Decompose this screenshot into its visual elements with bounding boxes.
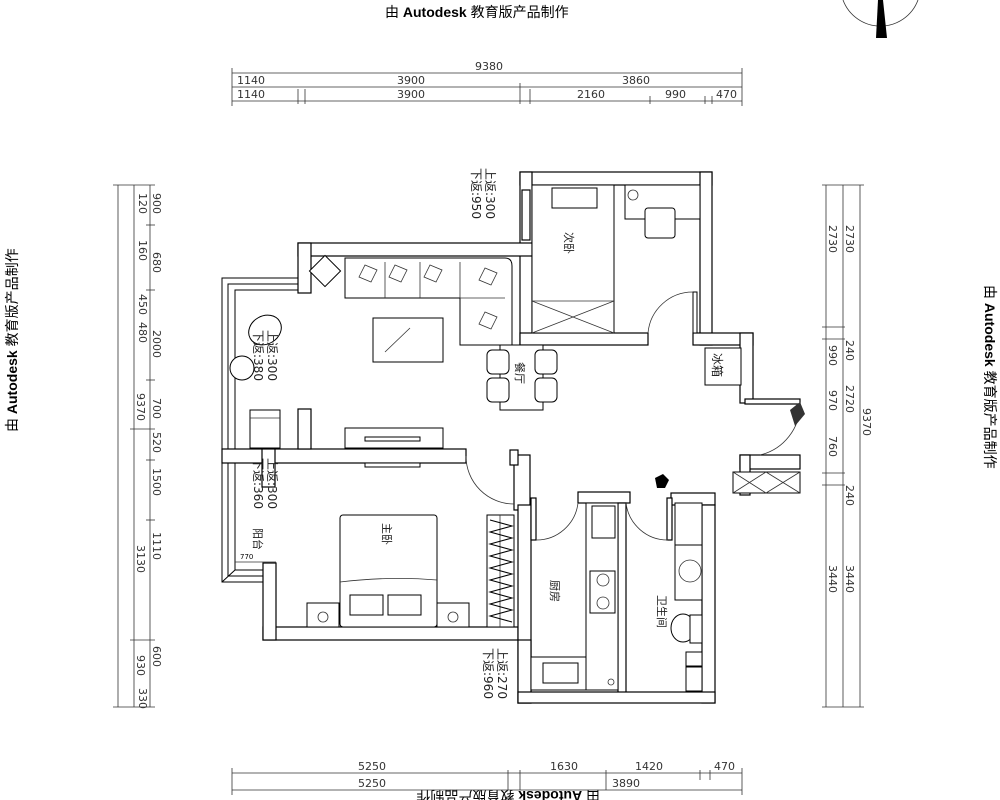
dim-bottom-5: 5250 [358, 777, 386, 790]
dim-top-4: 1140 [237, 88, 265, 101]
svg-text:上返:300: 上返:300 [265, 330, 279, 381]
dim-bottom-1: 5250 [358, 760, 386, 773]
dim-left-m2: 160 [136, 240, 149, 261]
dim-right-total: 9370 [860, 408, 873, 436]
dim-left-o2: 930 [134, 655, 147, 676]
dimension-left: 9370 3130 930 120 160 450 480 330 900 68… [113, 184, 163, 709]
dim-left-i7: 1110 [150, 532, 163, 560]
dim-top-total: 9380 [475, 60, 503, 73]
dim-right-i3: 970 [826, 390, 839, 411]
doors [465, 291, 805, 541]
room-label-master-bedroom: 主卧 [380, 523, 393, 545]
plant-icon [655, 474, 669, 488]
stove-icon [589, 570, 616, 614]
room-label-dining: 餐厅 [513, 362, 527, 384]
desk-chair [644, 207, 676, 239]
ac-unit [732, 471, 801, 494]
north-arrow-icon [842, 0, 919, 38]
svg-text:上返:300: 上返:300 [483, 168, 497, 219]
dim-right-i2: 990 [826, 345, 839, 366]
dim-top-7: 990 [665, 88, 686, 101]
dining-table [486, 344, 558, 411]
dim-top-6: 2160 [577, 88, 605, 101]
master-tv [364, 462, 421, 468]
svg-text:下返:360: 下返:360 [251, 458, 265, 509]
washbasin [674, 544, 703, 601]
nightstand-left [306, 602, 340, 628]
dim-right-o5: 3440 [843, 565, 856, 593]
dim-right-o4: 240 [843, 485, 856, 506]
dim-left-o1: 3130 [134, 545, 147, 573]
dim-top-8: 470 [716, 88, 737, 101]
dim-right-i5: 3440 [826, 565, 839, 593]
dim-left-total: 9370 [134, 393, 147, 421]
dimension-top: 9380 1140 3900 3860 1140 3900 2160 990 4… [231, 60, 743, 106]
dim-right-o3: 2720 [843, 385, 856, 413]
door-second-bedroom [692, 291, 698, 334]
dim-left-i2: 680 [150, 252, 163, 273]
dimension-bottom: 5250 1630 1420 470 5250 3890 [231, 760, 743, 795]
dim-bottom-3: 1420 [635, 760, 663, 773]
note-3: 上返:300 下返:360 [251, 458, 279, 509]
side-table [308, 254, 342, 288]
dim-top-5: 3900 [397, 88, 425, 101]
dim-top-2: 3900 [397, 74, 425, 87]
dim-left-m3: 450 [136, 294, 149, 315]
dim-left-i1: 900 [150, 193, 163, 214]
note-1: 上返:300 下返:950 [469, 168, 497, 219]
room-label-second-bedroom: 次卧 [562, 232, 576, 254]
walls [221, 171, 801, 704]
dim-top-1: 1140 [237, 74, 265, 87]
svg-text:上返:270: 上返:270 [495, 648, 509, 699]
svg-text:上返:300: 上返:300 [265, 458, 279, 509]
room-label-bathroom: 卫生间 [655, 595, 669, 628]
dim-bottom-4: 470 [714, 760, 735, 773]
dim-left-m5: 330 [136, 688, 149, 709]
watermark-right: 由 Autodesk 教育版产品制作 [982, 285, 998, 469]
sofa [344, 257, 513, 346]
dim-right-i1: 2730 [826, 225, 839, 253]
room-label-fridge: 冰箱 [710, 353, 725, 377]
cabinet [249, 409, 281, 449]
dim-bottom-6: 3890 [612, 777, 640, 790]
svg-text:下返:380: 下返:380 [251, 330, 265, 381]
dim-left-m1: 120 [136, 193, 149, 214]
coffee-table [372, 317, 444, 363]
watermark-left: 由 Autodesk 教育版产品制作 [4, 248, 20, 432]
kitchen-sink-icon [542, 662, 579, 684]
watermark-bottom: 由 Autodesk 教育版产品制作 [416, 788, 600, 800]
dim-left-i5: 520 [150, 432, 163, 453]
dim-right-o1: 2730 [843, 225, 856, 253]
watermark-top: 由 Autodesk 教育版产品制作 [385, 4, 569, 20]
lamp-icon [627, 189, 639, 201]
dim-right-o2: 240 [843, 340, 856, 361]
nightstand-right [436, 602, 470, 628]
fridge [704, 347, 742, 386]
dim-left-i8: 600 [150, 646, 163, 667]
note-2: 上返:300 下返:380 [251, 330, 279, 381]
svg-text:下返:950: 下返:950 [469, 168, 483, 219]
dimension-right: 2730 990 970 760 3440 2730 240 2720 240 … [822, 184, 873, 708]
dim-right-i4: 760 [826, 436, 839, 457]
svg-text:下返:960: 下返:960 [481, 648, 495, 699]
note-4: 上返:270 下返:960 [481, 648, 509, 699]
dim-bottom-2: 1630 [550, 760, 578, 773]
entry-door-icon [790, 402, 805, 426]
dim-left-i4: 700 [150, 398, 163, 419]
dim-left-i6: 1500 [150, 468, 163, 496]
wardrobe [486, 514, 515, 628]
second-bedroom-bed [531, 184, 615, 334]
room-label-kitchen: 厨房 [548, 580, 561, 602]
lounge-chair [229, 314, 282, 381]
dim-left-m4: 480 [136, 322, 149, 343]
dim-top-3: 3860 [622, 74, 650, 87]
room-label-balcony: 阳台 [251, 528, 265, 550]
master-bed [339, 514, 438, 628]
balcony-width-dim: 770 [240, 553, 253, 561]
dim-left-i3: 2000 [150, 330, 163, 358]
